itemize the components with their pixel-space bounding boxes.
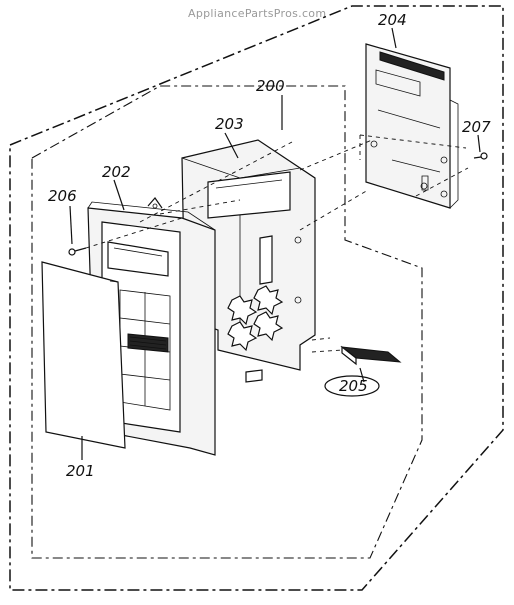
label-205: 205	[339, 377, 368, 395]
label-200: 200	[256, 77, 285, 95]
assembly-200-boundary	[31, 85, 423, 559]
outer-boundary	[9, 5, 504, 591]
label-202: 202	[102, 163, 131, 181]
part-206-screw	[68, 247, 87, 256]
label-207: 207	[462, 118, 491, 136]
label-204: 204	[378, 11, 407, 29]
part-201-front-cover	[41, 261, 169, 449]
leader-lines	[69, 27, 481, 460]
label-203: 203	[215, 115, 244, 133]
part-204-pcb	[365, 43, 459, 209]
label-205-oval	[324, 375, 380, 397]
assembly-guide-lines	[85, 134, 469, 353]
part-205-pad	[340, 345, 402, 366]
label-201: 201	[66, 462, 95, 480]
watermark-text: AppliancePartsPros.com	[188, 7, 326, 20]
part-207-screw	[473, 152, 488, 160]
label-206: 206	[48, 187, 77, 205]
